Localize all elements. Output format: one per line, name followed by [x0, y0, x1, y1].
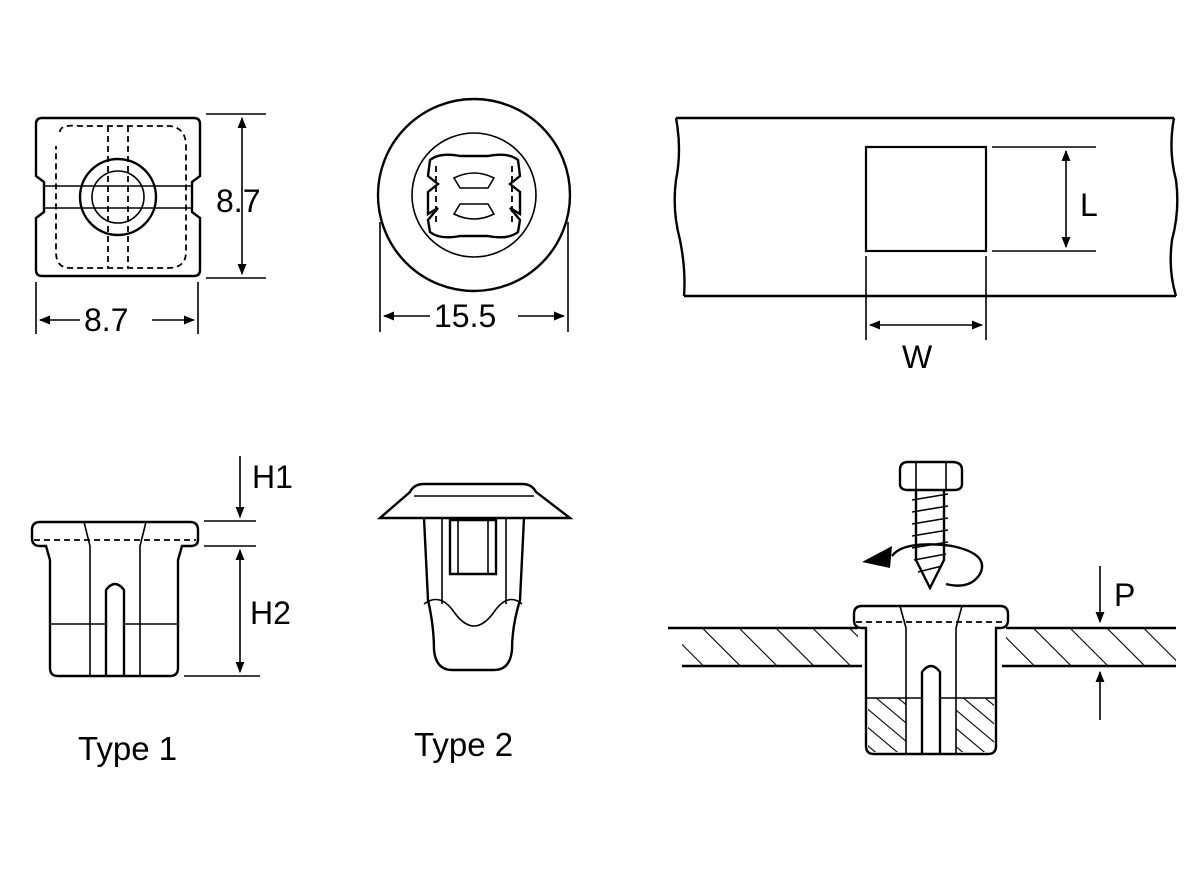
panel-hole-view: L W — [673, 116, 1179, 375]
round-nut-top-view: 15.5 — [376, 97, 572, 334]
h2-label: H2 — [250, 595, 291, 631]
screw-head — [898, 460, 964, 492]
rotation-arrow-head — [862, 546, 892, 568]
type2-caption: Type 2 — [414, 726, 513, 763]
hole-length-label: L — [1080, 187, 1098, 223]
rotation-arrow — [891, 543, 984, 587]
square-nut-top-view: 8.7 8.7 — [34, 113, 266, 338]
type1-side-view: H1 H2 Type 1 — [30, 456, 293, 767]
round-diameter-label: 15.5 — [434, 298, 496, 334]
square-width-label: 8.7 — [84, 302, 128, 338]
type2-side-view: Type 2 — [376, 482, 574, 763]
p-thickness-label: P — [1114, 577, 1135, 613]
h1-label: H1 — [252, 459, 293, 495]
installation-view: P — [668, 460, 1176, 756]
screw-shank — [914, 490, 946, 591]
square-height-label: 8.7 — [216, 183, 260, 219]
type1-caption: Type 1 — [78, 730, 177, 767]
hole-width-label: W — [902, 339, 933, 375]
